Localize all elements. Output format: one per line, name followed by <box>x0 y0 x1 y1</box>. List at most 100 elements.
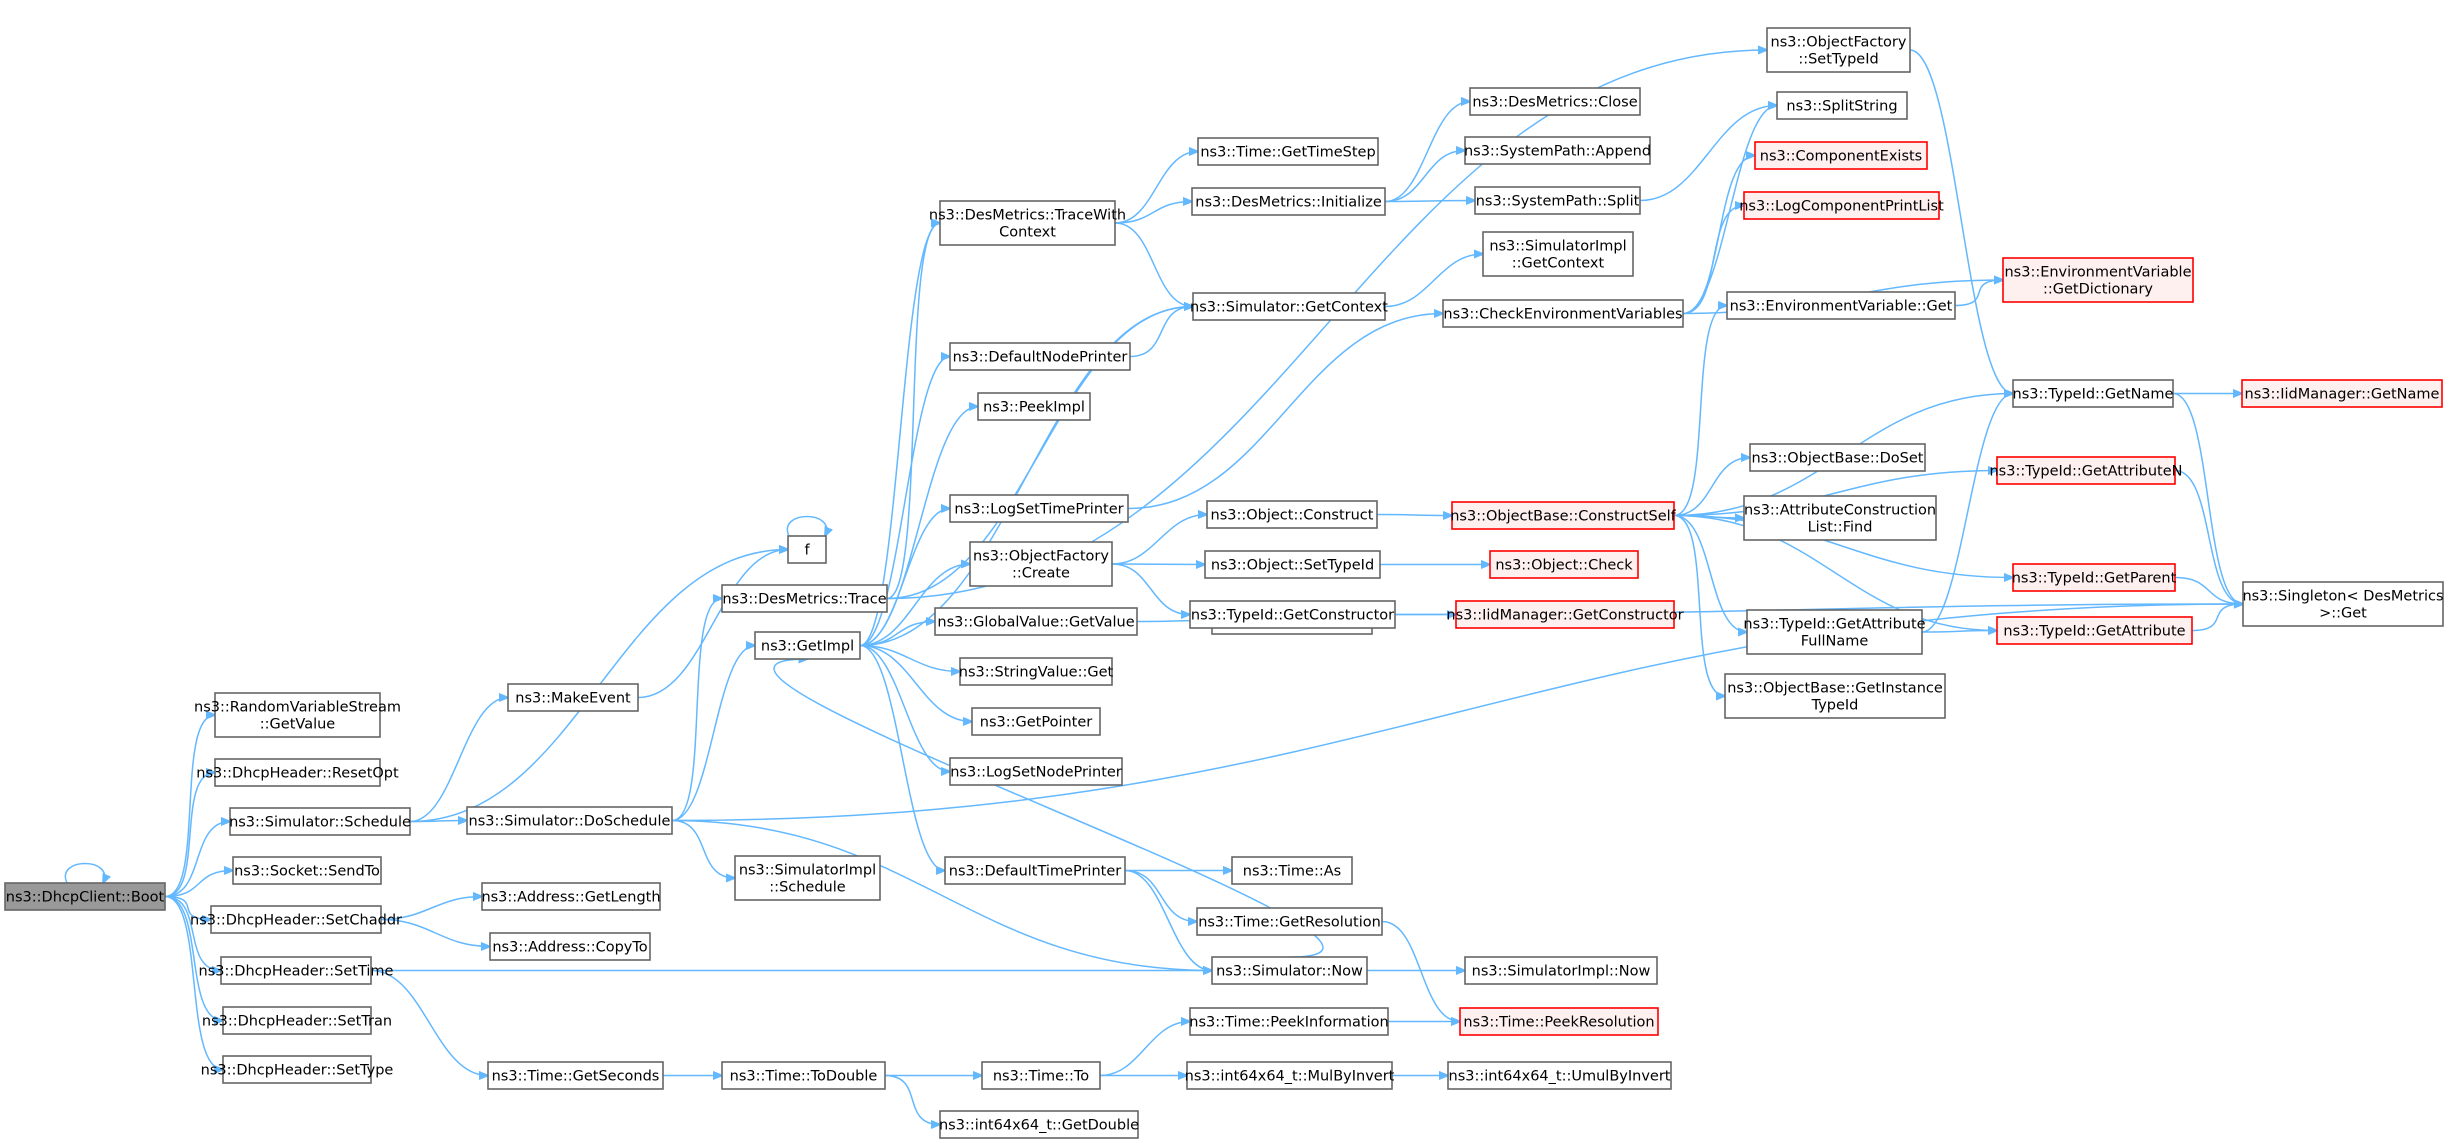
node-typeid-getparent[interactable]: ns3::TypeId::GetParent <box>2012 563 2177 592</box>
node-label: ns3::DesMetrics::Close <box>1472 95 1637 111</box>
node-box <box>222 1006 372 1035</box>
edge-typeid_getparent-to-singleton_get <box>2174 576 2243 605</box>
node-stringvalue-get[interactable]: ns3::StringValue::Get <box>959 657 1114 686</box>
node-time-peekres[interactable]: ns3::Time::PeekResolution <box>1459 1007 1659 1036</box>
node-time-todouble[interactable]: ns3::Time::ToDouble <box>721 1061 886 1090</box>
node-objbase-constructself[interactable]: ns3::ObjectBase::ConstructSelf <box>1450 501 1677 530</box>
node-checkenvvars[interactable]: ns3::CheckEnvironmentVariables <box>1442 299 1684 328</box>
node-rvs-getvalue[interactable]: ns3::RandomVariableStream::GetValue <box>194 692 401 738</box>
node-time-to[interactable]: ns3::Time::To <box>981 1061 1101 1090</box>
node-sendto[interactable]: ns3::Socket::SendTo <box>232 856 382 885</box>
node-settime[interactable]: ns3::DhcpHeader::SetTime <box>199 956 394 985</box>
node-defaulttimeprinter[interactable]: ns3::DefaultTimePrinter <box>944 856 1126 885</box>
node-time-peekinfo[interactable]: ns3::Time::PeekInformation <box>1189 1007 1389 1036</box>
node-label: ns3::ObjectFactory <box>1771 35 1907 51</box>
node-of-settypeid[interactable]: ns3::ObjectFactory::SetTypeId <box>1766 27 1911 73</box>
node-obj-check[interactable]: ns3::Object::Check <box>1489 550 1639 579</box>
node-globalvalue-getvalue[interactable]: ns3::GlobalValue::GetValue <box>934 607 1138 636</box>
node-iidmgr-getname[interactable]: ns3::IidManager::GetName <box>2241 379 2443 408</box>
node-addr-getlength[interactable]: ns3::Address::GetLength <box>481 882 661 911</box>
node-time-as[interactable]: ns3::Time::As <box>1231 856 1353 885</box>
edge-typeid_getname-to-singleton_get <box>2172 392 2243 605</box>
node-simimpl-now[interactable]: ns3::SimulatorImpl::Now <box>1464 956 1658 985</box>
edge-doschedule-to-sim_now <box>671 819 1212 971</box>
node-splitstring[interactable]: ns3::SplitString <box>1776 91 1908 120</box>
node-label: ns3::DesMetrics::TraceWith <box>929 208 1126 224</box>
node-time-getseconds[interactable]: ns3::Time::GetSeconds <box>487 1061 664 1090</box>
node-iidmgr-getconstructor[interactable]: ns3::IidManager::GetConstructor <box>1446 600 1684 629</box>
node-desm-trace[interactable]: ns3::DesMetrics::Trace <box>721 584 888 613</box>
edge-syspath_split-to-splitstring <box>1639 106 1777 202</box>
node-objbase-doset[interactable]: ns3::ObjectBase::DoSet <box>1749 443 1926 472</box>
node-label: ::SetTypeId <box>1798 52 1878 68</box>
edge-defaulttimeprinter-to-sim_now <box>1124 869 1212 971</box>
node-box <box>1482 231 1634 277</box>
node-time-gettimestep[interactable]: ns3::Time::GetTimeStep <box>1197 137 1379 166</box>
node-of-create[interactable]: ns3::ObjectFactory::Create <box>969 541 1113 587</box>
node-logcomponentprintlist[interactable]: ns3::LogComponentPrintList <box>1739 191 1944 220</box>
node-label: List::Find <box>1808 520 1873 536</box>
node-addr-copyto[interactable]: ns3::Address::CopyTo <box>489 932 651 961</box>
node-syspath-split[interactable]: ns3::SystemPath::Split <box>1474 186 1641 215</box>
edge-getimpl-to-desm_tracewithcontext <box>859 223 940 647</box>
node-box <box>1231 856 1353 885</box>
node-time-getres[interactable]: ns3::Time::GetResolution <box>1196 907 1383 936</box>
node-resetopt[interactable]: ns3::DhcpHeader::ResetOpt <box>196 758 399 787</box>
edge-boot-to-resetopt <box>164 773 215 898</box>
node-syspath-append[interactable]: ns3::SystemPath::Append <box>1464 136 1651 165</box>
node-envvar-get[interactable]: ns3::EnvironmentVariable::Get <box>1726 291 1956 320</box>
node-boot[interactable]: ns3::DhcpClient::Boot <box>4 882 166 911</box>
node-typeid-getattributen[interactable]: ns3::TypeId::GetAttributeN <box>1989 456 2183 485</box>
node-typeid-getattribute[interactable]: ns3::TypeId::GetAttribute <box>1996 616 2193 645</box>
node-componentexists[interactable]: ns3::ComponentExists <box>1754 141 1928 170</box>
node-settran[interactable]: ns3::DhcpHeader::SetTran <box>202 1006 392 1035</box>
node-label: ns3::ObjectFactory <box>973 549 1109 565</box>
node-label: ns3::ObjectBase::DoSet <box>1752 451 1924 467</box>
edge-boot-to-settran <box>164 895 223 1021</box>
edge-setchaddr-to-addr_getlength <box>380 897 482 921</box>
edge-time_getres-to-time_peekres <box>1381 920 1460 1022</box>
node-sim-getcontext[interactable]: ns3::Simulator::GetContext <box>1190 292 1388 321</box>
node-typeid-getconstructor[interactable]: ns3::TypeId::GetConstructor <box>1189 600 1396 629</box>
edge-desm_tracewithcontext-to-desm_initialize <box>1114 202 1192 224</box>
node-desm-close[interactable]: ns3::DesMetrics::Close <box>1469 87 1641 116</box>
node-box <box>977 392 1091 421</box>
node-simimpl-schedule[interactable]: ns3::SimulatorImpl::Schedule <box>734 855 881 901</box>
edge-of_create-to-obj_construct <box>1111 515 1207 565</box>
node-label: ns3::Simulator::GetContext <box>1190 300 1388 316</box>
node-obj-construct[interactable]: ns3::Object::Construct <box>1206 500 1378 529</box>
node-makeevent[interactable]: ns3::MakeEvent <box>507 683 639 712</box>
node-settype[interactable]: ns3::DhcpHeader::SetType <box>201 1055 394 1084</box>
node-label: ns3::Time::PeekInformation <box>1189 1015 1388 1031</box>
node-typeid-getname[interactable]: ns3::TypeId::GetName <box>2012 379 2174 408</box>
node-doschedule[interactable]: ns3::Simulator::DoSchedule <box>466 806 673 835</box>
node-defaultnodeprinter[interactable]: ns3::DefaultNodePrinter <box>949 342 1131 371</box>
node-logsettimeprinter[interactable]: ns3::LogSetTimePrinter <box>949 494 1129 523</box>
node-box <box>1459 1007 1659 1036</box>
node-singleton-get[interactable]: ns3::Singleton< DesMetrics >::Get <box>2242 581 2444 627</box>
edge-defaultnodeprinter-to-sim_getcontext <box>1129 307 1193 358</box>
node-obj-settypeid[interactable]: ns3::Object::SetTypeId <box>1204 550 1381 579</box>
node-logsetnodeprinter[interactable]: ns3::LogSetNodePrinter <box>949 757 1123 786</box>
node-setchaddr[interactable]: ns3::DhcpHeader::SetChaddr <box>190 905 402 934</box>
node-peekimpl[interactable]: ns3::PeekImpl <box>977 392 1091 421</box>
node-box <box>481 882 661 911</box>
node-sim-schedule[interactable]: ns3::Simulator::Schedule <box>229 807 411 836</box>
node-i64-mulbyinvert[interactable]: ns3::int64x64_t::MulByInvert <box>1185 1061 1395 1090</box>
edge-getimpl-to-getpointer <box>859 644 972 722</box>
node-box <box>1189 1007 1389 1036</box>
node-desm-initialize[interactable]: ns3::DesMetrics::Initialize <box>1191 187 1386 216</box>
node-f[interactable]: f <box>787 535 827 564</box>
node-getpointer[interactable]: ns3::GetPointer <box>971 707 1101 736</box>
node-getimpl[interactable]: ns3::GetImpl <box>754 631 861 660</box>
node-i64-umulbyinvert[interactable]: ns3::int64x64_t::UmulByInvert <box>1447 1061 1672 1090</box>
node-i64-getdouble[interactable]: ns3::int64x64_t::GetDouble <box>939 1110 1139 1139</box>
node-envvar-getdictionary[interactable]: ns3::EnvironmentVariable::GetDictionary <box>2002 257 2194 303</box>
edge-envvar_get-to-envvar_getdictionary <box>1954 280 2003 307</box>
node-sim-now[interactable]: ns3::Simulator::Now <box>1211 956 1368 985</box>
node-simimpl-getcontext[interactable]: ns3::SimulatorImpl::GetContext <box>1482 231 1634 277</box>
